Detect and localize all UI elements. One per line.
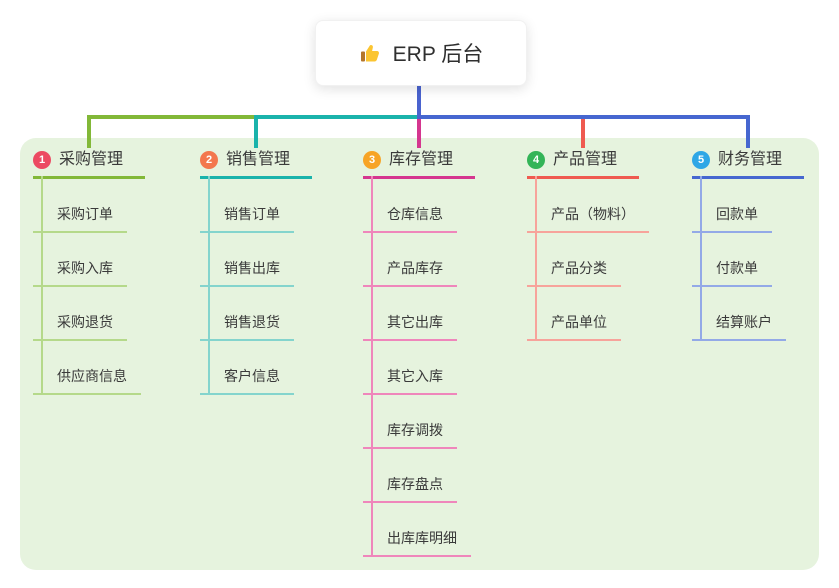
child-rail-line (208, 176, 210, 395)
child-node[interactable]: 产品（物料） (527, 204, 649, 233)
child-node[interactable]: 供应商信息 (33, 366, 141, 395)
branch-label: 库存管理 (389, 151, 454, 168)
branch-label: 采购管理 (59, 151, 124, 168)
child-row: 结算账户 (692, 287, 804, 341)
child-row: 其它入库 (363, 341, 475, 395)
branch-inventory: 3 库存管理 仓库信息产品库存其它出库其它入库库存调拨库存盘点出库库明细 (363, 150, 475, 557)
child-node[interactable]: 采购退货 (33, 312, 127, 341)
child-rail-line (700, 176, 702, 341)
branch-finance: 5 财务管理 回款单付款单结算账户 (692, 150, 804, 341)
child-node[interactable]: 产品分类 (527, 258, 621, 287)
child-row: 产品单位 (527, 287, 649, 341)
priority-badge: 4 (527, 151, 545, 169)
branch-node[interactable]: 5 财务管理 (692, 150, 804, 179)
child-row: 销售订单 (200, 179, 312, 233)
child-node[interactable]: 结算账户 (692, 312, 786, 341)
child-row: 仓库信息 (363, 179, 475, 233)
child-row: 回款单 (692, 179, 804, 233)
branch-children: 采购订单采购入库采购退货供应商信息 (33, 176, 145, 395)
branch-children: 产品（物料） 产品分类产品单位 (527, 176, 649, 341)
child-row: 库存盘点 (363, 449, 475, 503)
priority-badge: 1 (33, 151, 51, 169)
branch-label: 产品管理 (553, 151, 618, 168)
child-node[interactable]: 库存盘点 (363, 474, 457, 503)
branch-children: 仓库信息产品库存其它出库其它入库库存调拨库存盘点出库库明细 (363, 176, 475, 557)
child-node[interactable]: 仓库信息 (363, 204, 457, 233)
drop-line (417, 115, 421, 148)
branch-sales: 2 销售管理 销售订单销售出库销售退货客户信息 (200, 150, 312, 395)
rail-segment (254, 115, 421, 119)
child-row: 产品（物料） (527, 179, 649, 233)
drop-line (254, 115, 258, 148)
child-node[interactable]: 客户信息 (200, 366, 294, 395)
child-row: 产品库存 (363, 233, 475, 287)
child-node[interactable]: 付款单 (692, 258, 772, 287)
branch-panel (20, 138, 819, 570)
child-rail-line (41, 176, 43, 395)
child-node[interactable]: 其它出库 (363, 312, 457, 341)
priority-badge: 3 (363, 151, 381, 169)
child-node[interactable]: 产品单位 (527, 312, 621, 341)
child-node[interactable]: 采购入库 (33, 258, 127, 287)
child-node[interactable]: 销售订单 (200, 204, 294, 233)
drop-line (87, 115, 91, 148)
branch-node[interactable]: 3 库存管理 (363, 150, 475, 179)
child-node[interactable]: 采购订单 (33, 204, 127, 233)
child-row: 客户信息 (200, 341, 312, 395)
child-row: 付款单 (692, 233, 804, 287)
branch-children: 回款单付款单结算账户 (692, 176, 804, 341)
child-row: 销售出库 (200, 233, 312, 287)
child-row: 采购退货 (33, 287, 145, 341)
branch-product: 4 产品管理 产品（物料） 产品分类产品单位 (527, 150, 649, 341)
branch-label: 销售管理 (226, 151, 291, 168)
child-row: 供应商信息 (33, 341, 145, 395)
child-row: 采购订单 (33, 179, 145, 233)
drop-line (746, 115, 750, 148)
child-node[interactable]: 出库库明细 (363, 528, 471, 557)
child-node[interactable]: 销售出库 (200, 258, 294, 287)
child-row: 采购入库 (33, 233, 145, 287)
branch-node[interactable]: 4 产品管理 (527, 150, 639, 179)
branch-purchase: 1 采购管理 采购订单采购入库采购退货供应商信息 (33, 150, 145, 395)
branch-children: 销售订单销售出库销售退货客户信息 (200, 176, 312, 395)
branch-node[interactable]: 2 销售管理 (200, 150, 312, 179)
root-stem (417, 85, 421, 119)
priority-badge: 5 (692, 151, 710, 169)
drop-line (581, 115, 585, 148)
rail-segment (87, 115, 254, 119)
priority-badge: 2 (200, 151, 218, 169)
child-node[interactable]: 库存调拨 (363, 420, 457, 449)
child-rail-line (535, 176, 537, 341)
thumbs-up-icon (359, 41, 383, 65)
branch-node[interactable]: 1 采购管理 (33, 150, 145, 179)
child-node[interactable]: 回款单 (692, 204, 772, 233)
child-row: 销售退货 (200, 287, 312, 341)
branch-label: 财务管理 (718, 151, 783, 168)
child-node[interactable]: 销售退货 (200, 312, 294, 341)
child-node[interactable]: 其它入库 (363, 366, 457, 395)
child-row: 其它出库 (363, 287, 475, 341)
child-row: 库存调拨 (363, 395, 475, 449)
child-node[interactable]: 产品库存 (363, 258, 457, 287)
child-row: 出库库明细 (363, 503, 475, 557)
root-label: ERP 后台 (392, 43, 484, 66)
child-row: 产品分类 (527, 233, 649, 287)
rail-segment (417, 115, 750, 119)
child-rail-line (371, 176, 373, 557)
root-node[interactable]: ERP 后台 (315, 20, 527, 86)
